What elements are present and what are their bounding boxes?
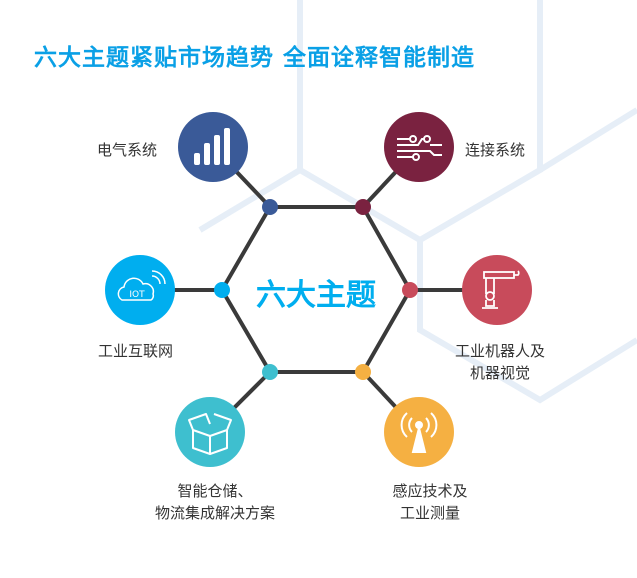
circuit-icon — [397, 135, 442, 161]
svg-text:IOT: IOT — [129, 290, 145, 300]
label-iot: 工业互联网 — [98, 342, 174, 360]
label-sensing-line1: 感应技术及 — [392, 482, 468, 500]
topic-warehouse — [175, 397, 245, 467]
node-dot-sensing — [355, 364, 371, 380]
label-warehouse: 智能仓储、 物流集成解决方案 — [140, 480, 290, 524]
label-robot-line1: 工业机器人及 — [454, 342, 545, 360]
node-dot-robot — [402, 282, 418, 298]
topic-iot: IOT — [105, 255, 175, 325]
label-robot: 工业机器人及 机器视觉 — [440, 340, 560, 384]
node-dot-connection — [355, 199, 371, 215]
node-dot-iot — [214, 282, 230, 298]
label-sensing: 感应技术及 工业测量 — [370, 480, 490, 524]
topic-robot — [462, 255, 532, 325]
topic-electrical — [178, 112, 248, 182]
topic-connection — [384, 112, 454, 182]
robot-arm-icon — [482, 270, 520, 309]
label-robot-line2: 机器视觉 — [469, 364, 530, 382]
background-hexagons — [198, 0, 637, 404]
label-warehouse-line2: 物流集成解决方案 — [154, 504, 275, 522]
label-electrical: 电气系统 — [97, 141, 158, 159]
node-dot-electrical — [262, 199, 278, 215]
center-label: 六大主题 — [256, 278, 376, 313]
label-sensing-line2: 工业测量 — [399, 504, 460, 522]
label-connection: 连接系统 — [465, 141, 526, 159]
signal-bars-icon — [194, 128, 230, 165]
iot-cloud-icon: IOT — [117, 270, 166, 301]
node-dot-warehouse — [262, 364, 278, 380]
antenna-icon — [400, 412, 438, 453]
label-warehouse-line1: 智能仓储、 — [177, 482, 253, 500]
topic-sensing — [384, 397, 454, 467]
open-box-icon — [188, 413, 232, 455]
page-title: 六大主题紧贴市场趋势 全面诠释智能制造 — [34, 45, 476, 71]
